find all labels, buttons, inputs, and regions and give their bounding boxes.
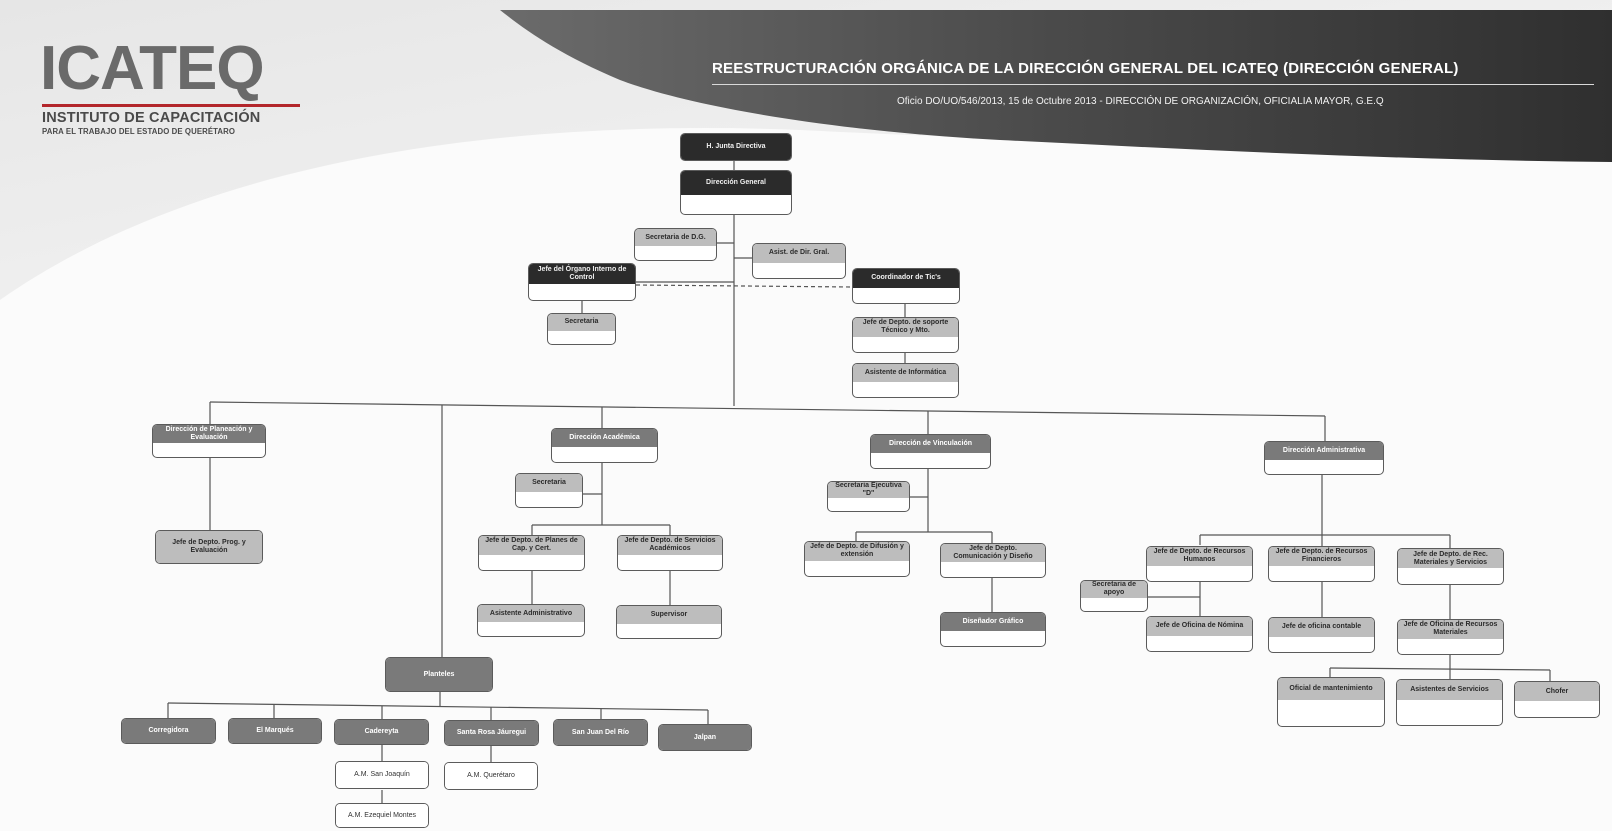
node-am-san-joaquin[interactable]: A.M. San Joaquín [335,761,429,789]
node-direccion-general[interactable]: Dirección General [680,170,792,215]
node-oficina-materiales[interactable]: Jefe de Oficina de Recursos Materiales [1397,619,1504,655]
page-title: REESTRUCTURACIÓN ORGÁNICA DE LA DIRECCIÓ… [712,60,1459,77]
node-disenador-grafico[interactable]: Diseñador Gráfico [940,612,1046,647]
node-difusion-extension[interactable]: Jefe de Depto. de Difusión y extensión [804,541,910,577]
node-supervisor[interactable]: Supervisor [616,605,722,639]
logo-wordmark: ICATEQ [40,34,265,103]
node-recursos-financieros[interactable]: Jefe de Depto. de Recursos Financieros [1268,546,1375,582]
node-coordinador-tics[interactable]: Coordinador de Tic's [852,268,960,304]
connector-rm-bus [1329,667,1551,671]
header-banner [0,0,1612,300]
logo-rule [42,104,300,107]
node-asist-dir-gral[interactable]: Asist. de Dir. Gral. [752,243,846,279]
logo-institute-subtitle: PARA EL TRABAJO DEL ESTADO DE QUERÉTARO [42,127,236,136]
connector-planteles-bus [167,702,709,711]
node-prog-evaluacion[interactable]: Jefe de Depto. Prog. y Evaluación [155,530,263,564]
node-asistente-informatica[interactable]: Asistente de Informática [852,363,959,398]
node-secretaria-apoyo[interactable]: Secretaria de apoyo [1080,580,1148,612]
node-organo-control[interactable]: Jefe del Órgano Interno de Control [528,263,636,301]
node-oficial-mantenimiento[interactable]: Oficial de mantenimiento [1277,677,1385,727]
page-subtitle: Oficio DO/UO/546/2013, 15 de Octubre 201… [897,96,1384,107]
node-san-juan[interactable]: San Juan Del Río [553,719,648,746]
node-asistente-administrativo[interactable]: Asistente Administrativo [477,604,585,637]
connector-bus [209,401,1326,417]
node-secretaria-ejecutiva[interactable]: Secretaria Ejecutiva "D" [827,481,910,512]
node-junta-directiva[interactable]: H. Junta Directiva [680,133,792,161]
node-oficina-contable[interactable]: Jefe de oficina contable [1268,617,1375,653]
node-chofer[interactable]: Chofer [1514,681,1600,718]
node-planteles[interactable]: Planteles [385,657,493,692]
node-secretaria-control[interactable]: Secretaria [547,313,616,345]
node-cadereyta[interactable]: Cadereyta [334,719,429,745]
node-santa-rosa[interactable]: Santa Rosa Jáuregui [444,720,539,746]
node-soporte-tecnico[interactable]: Jefe de Depto. de soporte Técnico y Mto. [852,317,959,353]
node-dir-vinculacion[interactable]: Dirección de Vinculación [870,434,991,469]
node-secretaria-dg[interactable]: Secretaria de D.G. [634,228,717,261]
node-planes-cap[interactable]: Jefe de Depto. de Planes de Cap. y Cert. [478,535,585,571]
title-divider [712,84,1594,85]
node-am-ezequiel[interactable]: A.M. Ezequiel Montes [335,803,429,828]
logo-institute-name: INSTITUTO DE CAPACITACIÓN [42,110,261,126]
node-comunicacion-diseno[interactable]: Jefe de Depto. Comunicación y Diseño [940,543,1046,578]
node-dir-administrativa[interactable]: Dirección Administrativa [1264,441,1384,475]
node-dir-planeacion[interactable]: Dirección de Planeación y Evaluación [152,424,266,458]
node-oficina-nomina[interactable]: Jefe de Oficina de Nómina [1146,616,1253,652]
node-am-queretaro[interactable]: A.M. Querétaro [444,762,538,790]
node-servicios-academicos[interactable]: Jefe de Depto. de Servicios Académicos [617,535,723,571]
node-jalpan[interactable]: Jalpan [658,724,752,751]
connector-tics-dashed [635,284,853,288]
node-asistentes-servicios[interactable]: Asistentes de Servicios [1396,679,1503,726]
node-el-marques[interactable]: El Marqués [228,718,322,744]
node-recursos-humanos[interactable]: Jefe de Depto. de Recursos Humanos [1146,546,1253,582]
node-secretaria-academica[interactable]: Secretaria [515,473,583,508]
node-recursos-materiales[interactable]: Jefe de Depto. de Rec. Materiales y Serv… [1397,548,1504,585]
node-dir-academica[interactable]: Dirección Académica [551,428,658,463]
banner-dark-swoosh [500,10,1612,162]
node-corregidora[interactable]: Corregidora [121,718,216,744]
